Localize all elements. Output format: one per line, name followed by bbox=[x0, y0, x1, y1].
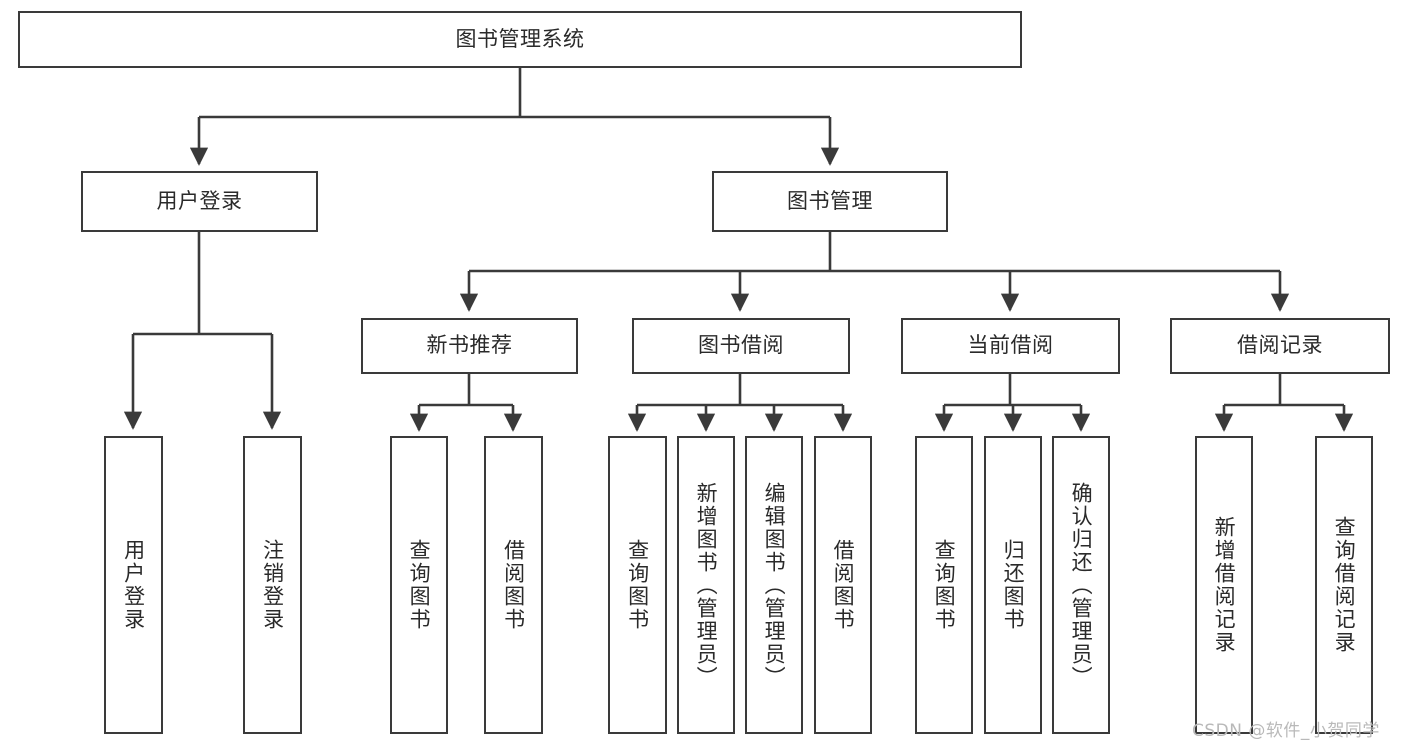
leaf-recommend-query-book[interactable]: 查询图书 bbox=[390, 436, 448, 734]
watermark-text: CSDN @软件_小贺同学 bbox=[1192, 721, 1380, 741]
leaf-current-confirm-return-label: 确认归还（管理员） bbox=[1069, 481, 1094, 689]
node-new-book-recommend[interactable]: 新书推荐 bbox=[361, 318, 578, 374]
node-book-manage-label: 图书管理 bbox=[787, 188, 873, 213]
node-current-borrow[interactable]: 当前借阅 bbox=[901, 318, 1120, 374]
leaf-borrow-add-book-label: 新增图书（管理员） bbox=[694, 481, 719, 689]
node-root-label: 图书管理系统 bbox=[455, 26, 585, 51]
leaf-borrow-query-book[interactable]: 查询图书 bbox=[608, 436, 667, 734]
node-book-borrow[interactable]: 图书借阅 bbox=[632, 318, 850, 374]
leaf-user-logout[interactable]: 注销登录 bbox=[243, 436, 302, 734]
leaf-current-query-book[interactable]: 查询图书 bbox=[915, 436, 973, 734]
leaf-current-return-book[interactable]: 归还图书 bbox=[984, 436, 1042, 734]
leaf-recommend-borrow-book[interactable]: 借阅图书 bbox=[484, 436, 543, 734]
leaf-borrow-add-book[interactable]: 新增图书（管理员） bbox=[677, 436, 735, 734]
leaf-record-query[interactable]: 查询借阅记录 bbox=[1315, 436, 1373, 734]
leaf-recommend-borrow-book-label: 借阅图书 bbox=[501, 539, 526, 631]
leaf-record-query-label: 查询借阅记录 bbox=[1332, 516, 1357, 654]
leaf-borrow-edit-book[interactable]: 编辑图书（管理员） bbox=[745, 436, 803, 734]
node-borrow-record[interactable]: 借阅记录 bbox=[1170, 318, 1390, 374]
node-book-borrow-label: 图书借阅 bbox=[698, 333, 784, 358]
leaf-user-login-label: 用户登录 bbox=[121, 539, 146, 631]
leaf-record-add[interactable]: 新增借阅记录 bbox=[1195, 436, 1253, 734]
leaf-borrow-edit-book-label: 编辑图书（管理员） bbox=[762, 481, 787, 689]
leaf-current-return-book-label: 归还图书 bbox=[1001, 539, 1026, 631]
node-borrow-record-label: 借阅记录 bbox=[1237, 333, 1323, 358]
node-new-book-recommend-label: 新书推荐 bbox=[426, 333, 513, 358]
leaf-current-query-book-label: 查询图书 bbox=[932, 539, 957, 631]
node-current-borrow-label: 当前借阅 bbox=[967, 333, 1054, 358]
leaf-user-login[interactable]: 用户登录 bbox=[104, 436, 163, 734]
leaf-user-logout-label: 注销登录 bbox=[260, 539, 285, 631]
node-user-login[interactable]: 用户登录 bbox=[81, 171, 318, 232]
leaf-borrow-borrow-book-label: 借阅图书 bbox=[831, 539, 856, 631]
node-root[interactable]: 图书管理系统 bbox=[18, 11, 1022, 68]
node-user-login-label: 用户登录 bbox=[156, 188, 243, 213]
leaf-borrow-query-book-label: 查询图书 bbox=[625, 539, 650, 631]
leaf-borrow-borrow-book[interactable]: 借阅图书 bbox=[814, 436, 872, 734]
node-book-manage[interactable]: 图书管理 bbox=[712, 171, 948, 232]
leaf-record-add-label: 新增借阅记录 bbox=[1212, 516, 1237, 654]
leaf-recommend-query-book-label: 查询图书 bbox=[407, 539, 432, 631]
leaf-current-confirm-return[interactable]: 确认归还（管理员） bbox=[1052, 436, 1110, 734]
